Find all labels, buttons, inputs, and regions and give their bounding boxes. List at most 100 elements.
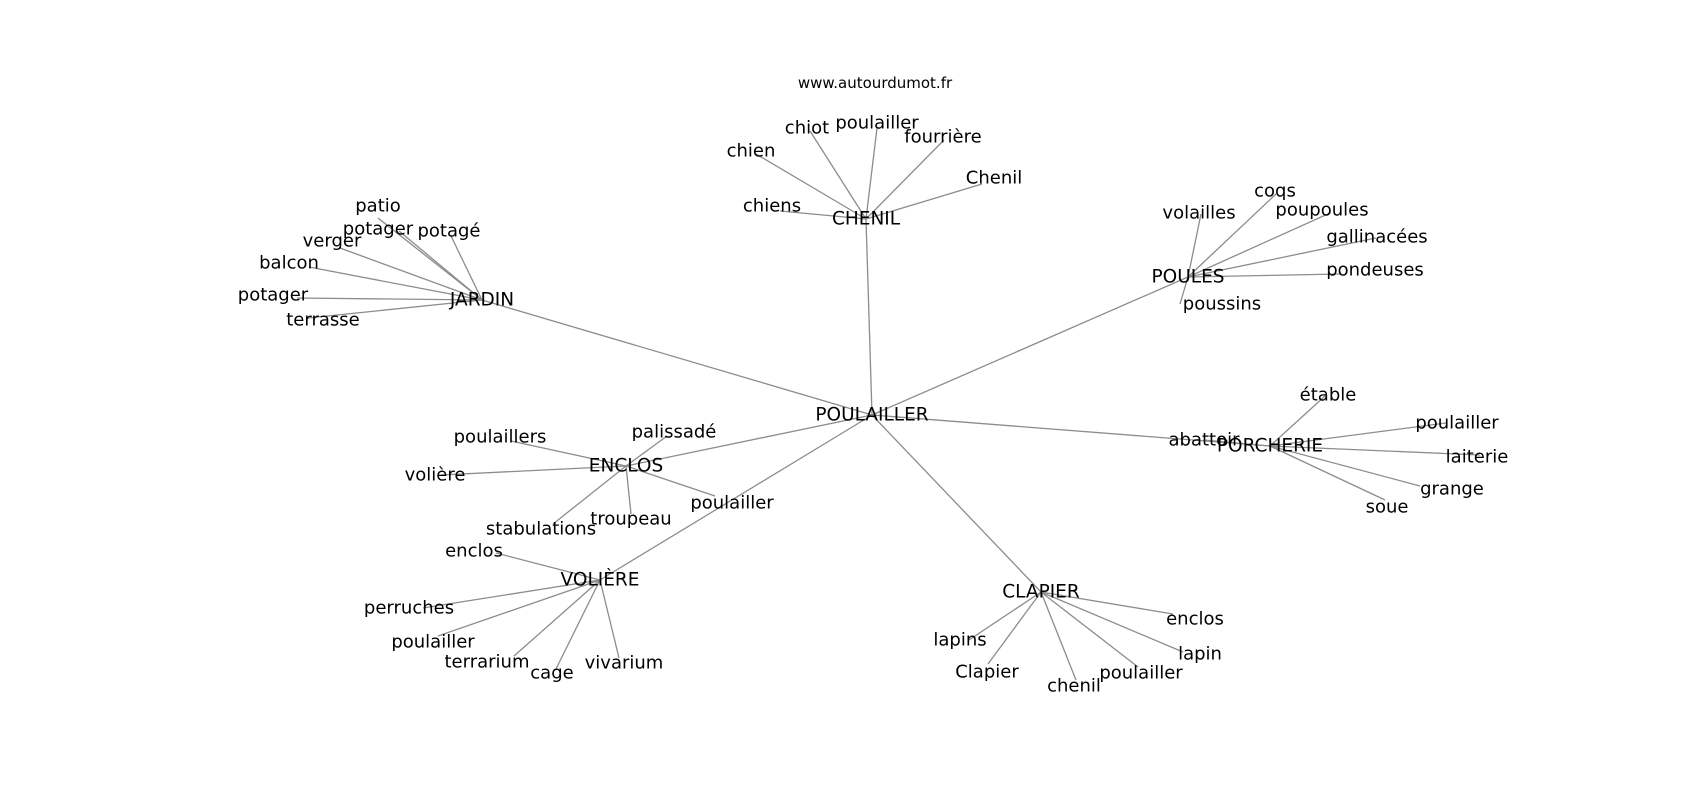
leaf-node[interactable]: poulailler [1099, 663, 1183, 684]
hub-node[interactable]: VOLIÈRE [561, 569, 640, 591]
leaf-node[interactable]: terrasse [286, 310, 359, 331]
edge-hub-to-leaf [599, 579, 620, 659]
leaf-node[interactable]: laiterie [1446, 447, 1509, 468]
leaf-node[interactable]: pondeuses [1326, 260, 1424, 281]
edge-hub-to-leaf [1269, 445, 1386, 501]
leaf-node[interactable]: poupoules [1275, 200, 1368, 221]
edge-hub-to-leaf [513, 579, 601, 657]
leaf-node[interactable]: stabulations [486, 519, 596, 540]
leaf-node[interactable]: chenil [1047, 676, 1101, 697]
edge-root-to-hub [871, 414, 1271, 447]
edge-hub-to-leaf [510, 440, 627, 467]
leaf-node[interactable]: gallinacées [1326, 227, 1427, 248]
edge-hub-to-leaf [1269, 422, 1447, 447]
leaf-node[interactable]: soue [1366, 497, 1409, 518]
leaf-node[interactable]: troupeau [590, 509, 671, 530]
edge-hub-to-leaf [450, 235, 483, 301]
edge-hub-to-leaf [1269, 445, 1421, 487]
hub-node[interactable]: PORCHERIE [1217, 436, 1323, 457]
leaf-node[interactable]: volière [405, 465, 466, 486]
leaf-node[interactable]: verger [303, 231, 362, 252]
leaf-node[interactable]: chien [727, 141, 776, 162]
edge-hub-to-leaf [422, 579, 601, 609]
hub-node[interactable]: CLAPIER [1002, 582, 1080, 603]
leaf-node[interactable]: terrarium [445, 652, 530, 673]
edge-hub-to-leaf [809, 130, 867, 220]
hub-node[interactable]: ENCLOS [589, 456, 663, 477]
leaf-node[interactable]: poulailler [690, 493, 774, 514]
edge-hub-to-leaf [307, 299, 483, 319]
leaf-node[interactable]: fourrière [904, 127, 981, 148]
leaf-node[interactable]: grange [1420, 479, 1484, 500]
leaf-node[interactable]: coqs [1254, 181, 1296, 202]
edge-hub-to-leaf [440, 465, 627, 476]
leaf-node[interactable]: vivarium [585, 653, 664, 674]
leaf-node[interactable]: Clapier [955, 662, 1019, 683]
edge-hub-to-leaf [1269, 445, 1481, 456]
edge-hub-to-leaf [1187, 193, 1277, 278]
leaf-node[interactable]: enclos [445, 541, 503, 562]
edge-hub-to-leaf [1179, 276, 1189, 305]
leaf-node[interactable]: volailles [1162, 203, 1235, 224]
edge-hub-to-leaf [625, 435, 668, 467]
leaf-node[interactable]: chiot [785, 118, 829, 139]
edge-root-to-hub [625, 414, 873, 467]
edge-hub-to-leaf [1040, 591, 1174, 615]
leaf-node[interactable]: étable [1300, 385, 1357, 406]
edge-root-to-hub [599, 414, 873, 581]
leaf-node[interactable]: patio [355, 196, 401, 217]
leaf-node[interactable]: poulailler [391, 632, 475, 653]
leaf-node[interactable]: potager [238, 285, 309, 306]
edge-hub-to-leaf [987, 591, 1042, 665]
hub-node[interactable]: CHENIL [832, 209, 901, 230]
leaf-node[interactable]: lapin [1178, 644, 1222, 665]
edge-hub-to-leaf [1040, 591, 1139, 668]
edge-hub-to-leaf [1187, 212, 1331, 278]
graph-edges [296, 127, 1481, 681]
leaf-node[interactable]: lapins [933, 630, 986, 651]
edge-hub-to-leaf [552, 465, 627, 525]
edge-root-to-hub [871, 276, 1189, 416]
edge-hub-to-leaf [398, 230, 483, 301]
edge-root-to-hub [481, 299, 873, 416]
edge-root-to-hub [865, 218, 873, 416]
leaf-node[interactable]: poulaillers [454, 427, 547, 448]
leaf-node[interactable]: poulailler [835, 113, 919, 134]
edge-hub-to-leaf [495, 552, 601, 581]
edge-hub-to-leaf [437, 579, 601, 637]
leaf-node[interactable]: poussins [1183, 294, 1261, 315]
edge-hub-to-leaf [1187, 237, 1377, 278]
leaf-node[interactable]: cage [530, 663, 573, 684]
leaf-node[interactable]: potager [343, 219, 414, 240]
leaf-node[interactable]: chiens [743, 196, 801, 217]
leaf-node[interactable]: perruches [364, 598, 454, 619]
edge-hub-to-leaf [1203, 439, 1271, 447]
edge-hub-to-leaf [625, 465, 632, 515]
edge-hub-to-leaf [296, 297, 483, 301]
hub-node[interactable]: JARDIN [449, 290, 514, 311]
root-node[interactable]: POULAILLER [815, 405, 928, 426]
edge-hub-to-leaf [1040, 591, 1184, 653]
edge-hub-to-leaf [865, 127, 878, 220]
edge-hub-to-leaf [865, 183, 983, 220]
edge-hub-to-leaf [865, 139, 945, 220]
leaf-node[interactable]: palissadé [632, 422, 717, 443]
edge-hub-to-leaf [555, 579, 601, 670]
hub-node[interactable]: POULES [1152, 267, 1225, 288]
leaf-node[interactable]: potagé [417, 221, 480, 242]
edge-hub-to-leaf [968, 591, 1042, 641]
edge-root-to-hub [871, 414, 1042, 593]
leaf-node[interactable]: enclos [1166, 609, 1224, 630]
edge-hub-to-leaf [779, 210, 867, 220]
source-watermark: www.autourdumot.fr [798, 74, 953, 92]
edge-hub-to-leaf [1187, 273, 1342, 278]
leaf-node[interactable]: abattoir [1168, 430, 1240, 451]
leaf-node[interactable]: balcon [259, 253, 319, 274]
edge-hub-to-leaf [339, 247, 483, 301]
edge-hub-to-leaf [755, 153, 867, 220]
edge-hub-to-leaf [1269, 395, 1326, 447]
leaf-node[interactable]: Chenil [966, 168, 1022, 189]
leaf-node[interactable]: poulailler [1415, 413, 1499, 434]
